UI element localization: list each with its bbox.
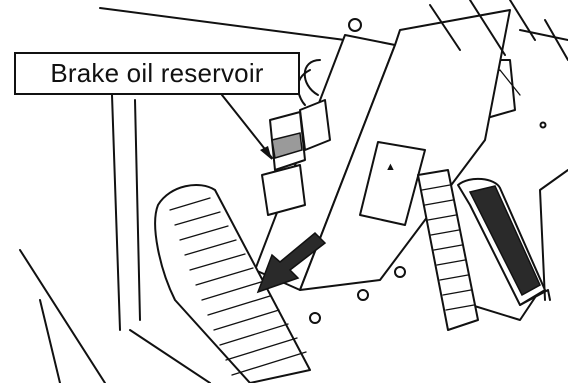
callout-leader <box>222 95 272 160</box>
callout-box: Brake oil reservoir <box>14 52 300 95</box>
decal-text: ▲ <box>385 161 396 173</box>
callout-label: Brake oil reservoir <box>50 58 263 89</box>
